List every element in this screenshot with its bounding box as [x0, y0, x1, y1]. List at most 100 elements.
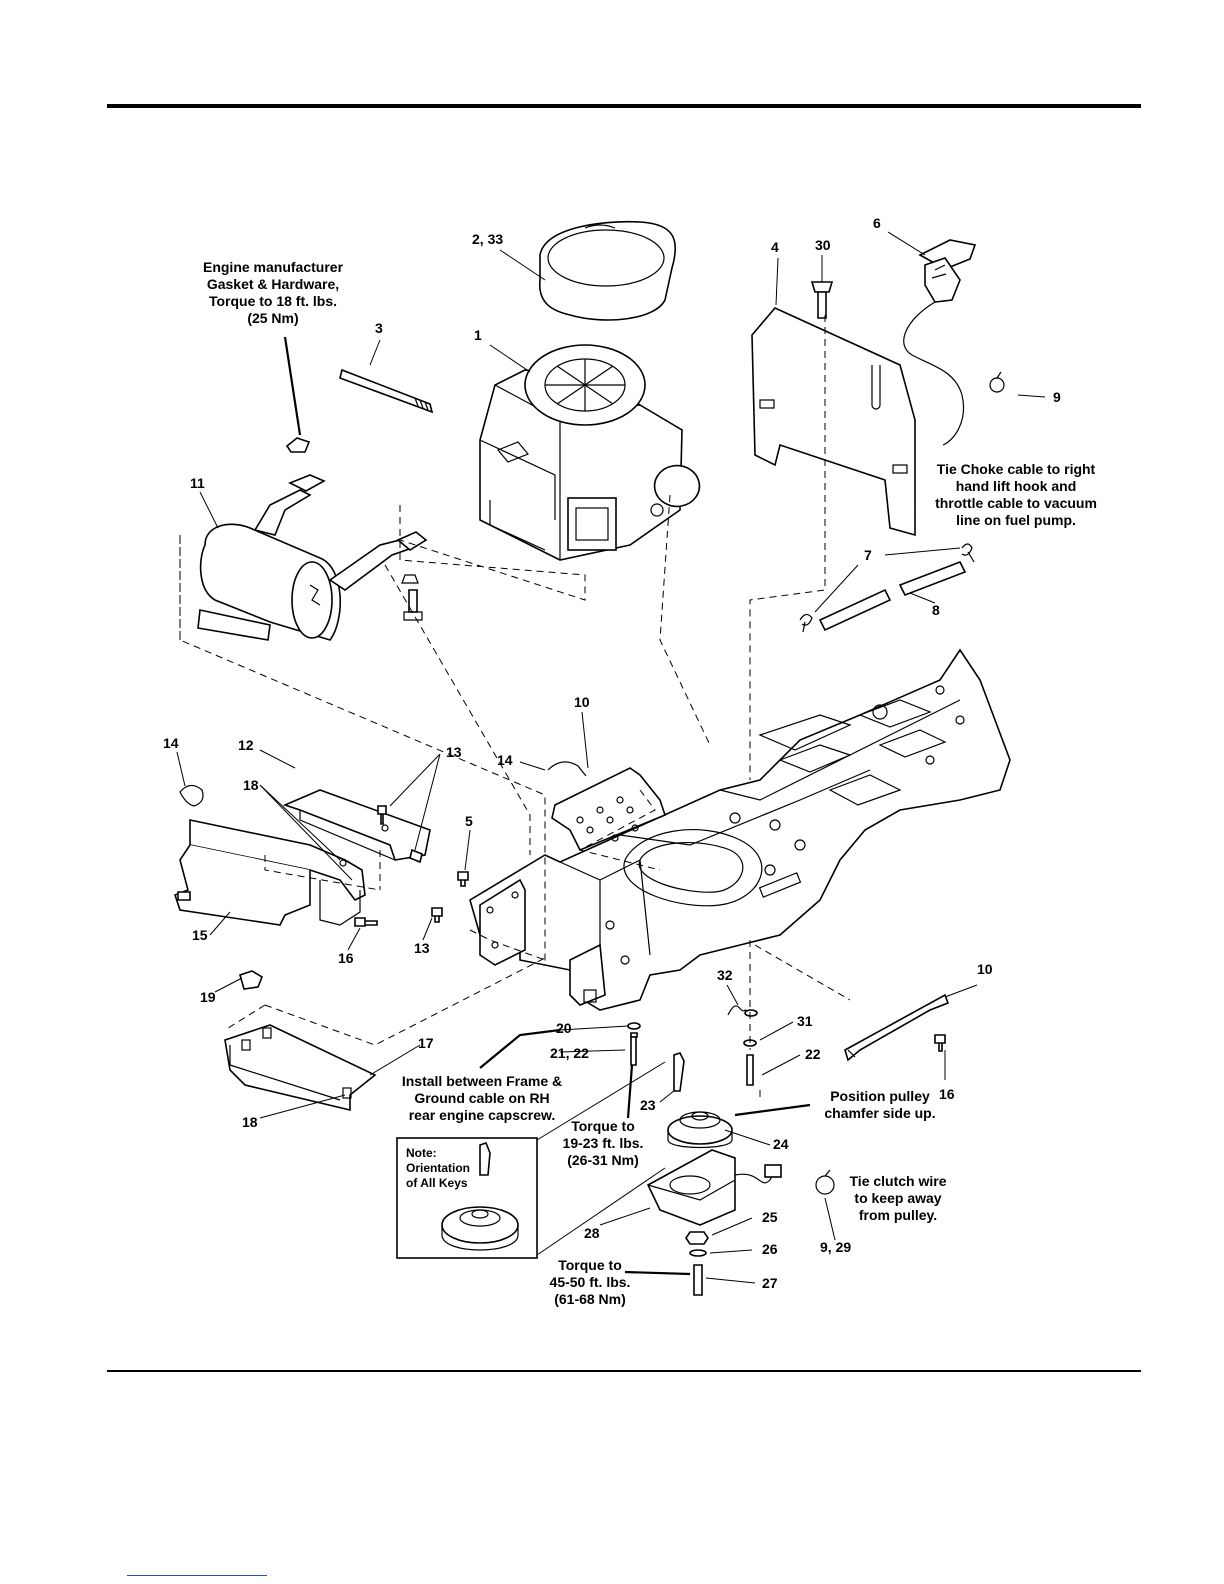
- spacer-bolt-20-21: [627, 1022, 641, 1066]
- assembly-lines: [179, 315, 851, 1100]
- callout-9-29: 9, 29: [820, 1239, 851, 1255]
- bolt-16b: [934, 1034, 946, 1052]
- callout-31: 31: [797, 1013, 813, 1029]
- callout-10-right: 10: [977, 961, 993, 977]
- svg-text:(61-68 Nm): (61-68 Nm): [554, 1291, 626, 1307]
- cable-clip-14b: [179, 784, 204, 807]
- bolt-16a: [354, 917, 378, 927]
- callout-18-bottom: 18: [242, 1114, 258, 1130]
- svg-text:chamfer side up.: chamfer side up.: [824, 1105, 935, 1121]
- callout-23: 23: [640, 1097, 656, 1113]
- svg-text:from pulley.: from pulley.: [859, 1207, 937, 1223]
- svg-text:Torque to 18 ft. lbs.: Torque to 18 ft. lbs.: [209, 293, 337, 309]
- header-rule: [107, 104, 1141, 108]
- svg-text:Torque to: Torque to: [558, 1257, 622, 1273]
- svg-text:hand lift hook and: hand lift hook and: [956, 478, 1077, 494]
- muffler-screw: [401, 574, 423, 621]
- engine-shroud: [539, 220, 677, 321]
- muffler: [197, 474, 428, 641]
- callout-27: 27: [762, 1275, 778, 1291]
- washer-26: [689, 1249, 707, 1257]
- svg-text:Ground cable on RH: Ground cable on RH: [414, 1090, 549, 1106]
- callout-4: 4: [771, 239, 779, 255]
- callout-22: 22: [805, 1046, 821, 1062]
- note-torque-45-50: Torque to 45-50 ft. lbs. (61-68 Nm): [550, 1257, 631, 1307]
- note-torque-19-23: Torque to 19-23 ft. lbs. (26-31 Nm): [563, 1118, 644, 1168]
- cable-clip-14a: [547, 761, 587, 777]
- bolt-30: [810, 281, 834, 319]
- callout-6: 6: [873, 215, 881, 231]
- svg-text:Note:: Note:: [406, 1146, 437, 1160]
- fuel-line: [799, 543, 975, 633]
- shield-17: [224, 1024, 377, 1112]
- svg-text:of All Keys: of All Keys: [406, 1176, 468, 1190]
- note-engine-manufacturer: Engine manufacturer Gasket & Hardware, T…: [203, 259, 344, 326]
- note-position-pulley: Position pulley chamfer side up.: [824, 1088, 935, 1121]
- heat-shield: [751, 307, 916, 537]
- shield-15: [173, 819, 366, 926]
- callout-30: 30: [815, 237, 831, 253]
- footer-rule: [107, 1370, 1141, 1372]
- callout-21-22: 21, 22: [550, 1045, 589, 1061]
- callout-18-top: 18: [243, 777, 259, 793]
- svg-text:Position pulley: Position pulley: [830, 1088, 930, 1104]
- callout-10-top: 10: [574, 694, 590, 710]
- callout-32: 32: [717, 967, 733, 983]
- callout-25: 25: [762, 1209, 778, 1225]
- callout-3: 3: [375, 320, 383, 336]
- exhaust-gasket: [285, 437, 311, 453]
- callout-9: 9: [1053, 389, 1061, 405]
- svg-text:19-23 ft. lbs.: 19-23 ft. lbs.: [563, 1135, 644, 1151]
- callout-16-left: 16: [338, 950, 354, 966]
- callout-16-right: 16: [939, 1086, 955, 1102]
- svg-text:(25 Nm): (25 Nm): [247, 310, 298, 326]
- callout-13-bottom: 13: [414, 940, 430, 956]
- svg-text:Tie Choke cable to right: Tie Choke cable to right: [937, 461, 1096, 477]
- washer-31: [744, 1009, 758, 1017]
- callout-8: 8: [932, 602, 940, 618]
- svg-text:Gasket & Hardware,: Gasket & Hardware,: [207, 276, 339, 292]
- pulley-24: [667, 1111, 733, 1149]
- bracket-10-right: [844, 993, 950, 1062]
- nut-19: [239, 970, 263, 990]
- callout-24: 24: [773, 1136, 789, 1152]
- note-install-between: Install between Frame & Ground cable on …: [402, 1073, 562, 1123]
- bracket-10-top: [551, 767, 666, 852]
- bolt-27: [693, 1264, 703, 1296]
- callout-1: 1: [474, 327, 482, 343]
- screws-13: [377, 805, 469, 923]
- callout-14-left: 14: [163, 735, 179, 751]
- key-23: [673, 1052, 685, 1092]
- svg-text:rear engine capscrew.: rear engine capscrew.: [409, 1107, 556, 1123]
- note-key-orientation-text: Note: Orientation of All Keys: [406, 1146, 470, 1190]
- svg-text:45-50 ft. lbs.: 45-50 ft. lbs.: [550, 1274, 631, 1290]
- callout-14-right: 14: [497, 752, 513, 768]
- callout-28: 28: [584, 1225, 600, 1241]
- note-tie-clutch: Tie clutch wire to keep away from pulley…: [850, 1173, 947, 1223]
- callout-11: 11: [190, 475, 205, 491]
- callout-20: 20: [556, 1020, 572, 1036]
- footer-link-underline[interactable]: [127, 1575, 267, 1576]
- tractor-frame: [469, 648, 1011, 1011]
- svg-text:Engine manufacturer: Engine manufacturer: [203, 259, 344, 275]
- choke-control: [903, 239, 977, 446]
- callout-2-33: 2, 33: [472, 231, 503, 247]
- callout-15: 15: [192, 927, 208, 943]
- callout-19: 19: [200, 989, 216, 1005]
- note-tie-choke: Tie Choke cable to right hand lift hook …: [935, 461, 1097, 528]
- svg-text:Tie clutch wire: Tie clutch wire: [850, 1173, 947, 1189]
- key-orientation-note: [396, 1137, 538, 1259]
- callout-26: 26: [762, 1241, 778, 1257]
- bolt-22: [746, 1054, 754, 1086]
- wire-tie-9-29: [815, 1169, 835, 1195]
- callout-12: 12: [238, 737, 254, 753]
- engine: [479, 344, 701, 561]
- svg-text:(26-31 Nm): (26-31 Nm): [567, 1152, 639, 1168]
- callout-13-top: 13: [446, 744, 462, 760]
- callout-5: 5: [465, 813, 473, 829]
- callout-numbers: 2, 33 1 3 4 30 6 9 11 7 8 10 14 14 12 13…: [163, 215, 1061, 1291]
- cable-tie-9: [989, 371, 1005, 393]
- svg-text:Torque to: Torque to: [571, 1118, 635, 1134]
- svg-text:to keep away: to keep away: [854, 1190, 941, 1206]
